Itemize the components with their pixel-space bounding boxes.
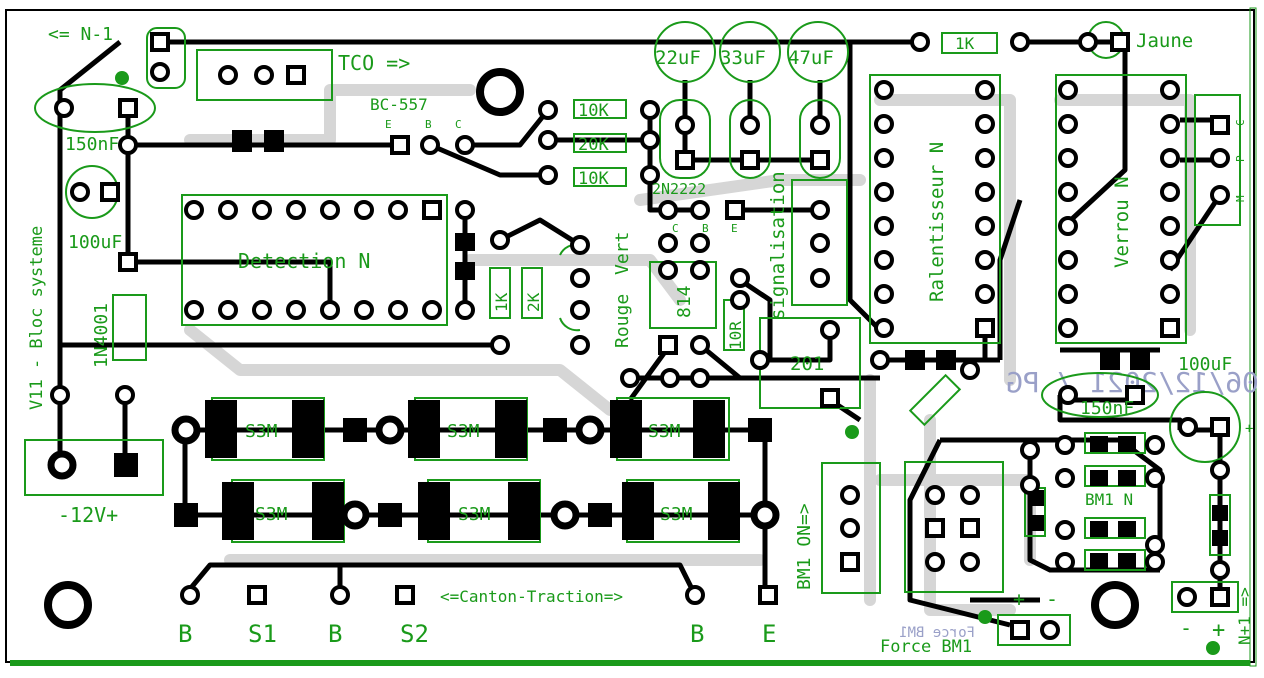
board-outline [5, 9, 1255, 663]
led-rouge-label: Rouge [612, 294, 633, 348]
ghost-force-text: Force BM1 [899, 625, 975, 641]
diode-label: 1N4001 [91, 303, 112, 368]
pin-label-b: B [425, 118, 432, 131]
led-vert-label: Vert [612, 232, 633, 275]
left-vertical-label: V11 - Bloc systeme [27, 226, 47, 410]
top-copper-traces [57, 39, 1223, 628]
footer-s1-label: S1 [248, 620, 277, 648]
res-10k-label: 10K [578, 169, 609, 189]
right-150nf-label: 150nF [1080, 398, 1134, 419]
ic-201-label: 201 [790, 353, 824, 375]
detection-label: Detection N [238, 249, 370, 273]
s3m-label: S3M [648, 421, 681, 442]
plus-sign: + [1013, 587, 1025, 611]
footer-s2-label: S2 [400, 620, 429, 648]
plus-sign: + [1245, 421, 1253, 437]
2n2222-label: 2N2222 [652, 180, 706, 198]
cap-100uf-label: 100uF [68, 232, 122, 253]
pin-label-e: E [385, 118, 392, 131]
res-10r-label: 10R [726, 321, 745, 350]
verrou-label: Verrou N [1111, 176, 1133, 268]
right-100uf-label: 100uF [1178, 354, 1232, 375]
res-10k-label: 10K [578, 101, 609, 121]
mounting-holes [44, 68, 1139, 629]
silkscreen-outlines [24, 21, 1241, 646]
minus-sign: - [1046, 587, 1058, 611]
cap-47uf-label: 47uF [788, 47, 834, 69]
bc557-label: BC-557 [370, 95, 428, 114]
res-1k-label: 1K [492, 292, 511, 312]
cap-33uf-label: 33uF [720, 47, 766, 69]
minus-sign: - [1180, 616, 1192, 640]
pin-label-c: C [672, 222, 679, 235]
s3m-label: S3M [447, 421, 480, 442]
switch-pin-p: P [1234, 155, 1247, 162]
res-2k-label: 2K [524, 292, 543, 312]
canton-traction-label: <=Canton-Traction=> [440, 587, 623, 606]
plus-sign: + [1212, 618, 1225, 643]
polarity-dot [1206, 641, 1220, 655]
force-bm1-label: Force BM1 [880, 637, 972, 657]
jaune-label: Jaune [1136, 30, 1193, 52]
board-bottom-bar [10, 660, 1250, 666]
footer-b3-label: B [690, 620, 704, 648]
switch-pin-c: C [1234, 119, 1247, 126]
n-plus-1-label: N+1 => [1235, 587, 1254, 645]
top-left-label: <= N-1 [48, 24, 113, 45]
footer-e-label: E [762, 620, 776, 648]
s3m-label: S3M [245, 421, 278, 442]
bm1-on-label: BM1 ON=> [794, 503, 815, 590]
polarity-dot [115, 71, 129, 85]
polarity-dot [978, 610, 992, 624]
board-corner-frame [1249, 7, 1257, 667]
pin-label-e: E [731, 222, 738, 235]
power-label: -12V+ [58, 503, 118, 527]
cap-150nf-label: 150nF [65, 134, 119, 155]
cap-22uf-label: 22uF [655, 47, 701, 69]
signalisation-label: signalisation [767, 171, 789, 320]
res-20k-label: 20K [578, 135, 609, 155]
switch-pin-m: M [1234, 195, 1247, 202]
smd-pads [205, 130, 1228, 569]
footer-b2-label: B [328, 620, 342, 648]
res-1k-top-label: 1K [955, 34, 975, 53]
polarity-dot [845, 425, 859, 439]
s3m-label: S3M [255, 504, 288, 525]
ralentisseur-label: Ralentisseur N [926, 142, 948, 302]
ic-814-label: 814 [674, 285, 695, 318]
bm1-n-label: BM1 N [1085, 490, 1133, 509]
pin-label-c: C [455, 118, 462, 131]
s3m-label: S3M [660, 504, 693, 525]
s3m-label: S3M [458, 504, 491, 525]
pin-label-b: B [702, 222, 709, 235]
tco-label: TCO => [338, 51, 410, 75]
footer-b1-label: B [178, 620, 192, 648]
